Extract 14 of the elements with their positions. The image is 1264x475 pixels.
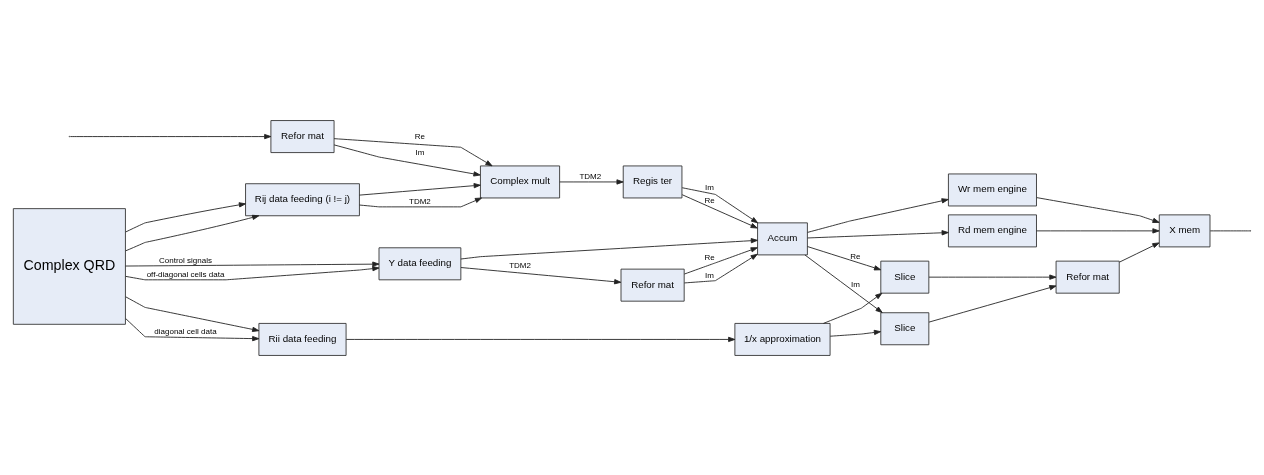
edge-label: TDM2	[509, 260, 531, 270]
edge-label: TDM2	[579, 171, 602, 181]
edge-label: Re	[704, 252, 715, 262]
edge-label: TDM2	[409, 196, 431, 206]
edge-label: Im	[851, 279, 860, 289]
edge-label: Re	[414, 131, 426, 141]
edge-label: Re	[850, 251, 861, 261]
edge-label: Im	[705, 270, 714, 280]
edge-label: Im	[415, 147, 425, 157]
edge-label: Re	[704, 195, 715, 205]
edge-label: diagonal cell data	[154, 326, 217, 336]
edge-label: Im	[705, 182, 714, 192]
edge-label: Control signals	[159, 255, 212, 265]
edge-label: off-diagonal cells data	[146, 269, 225, 279]
